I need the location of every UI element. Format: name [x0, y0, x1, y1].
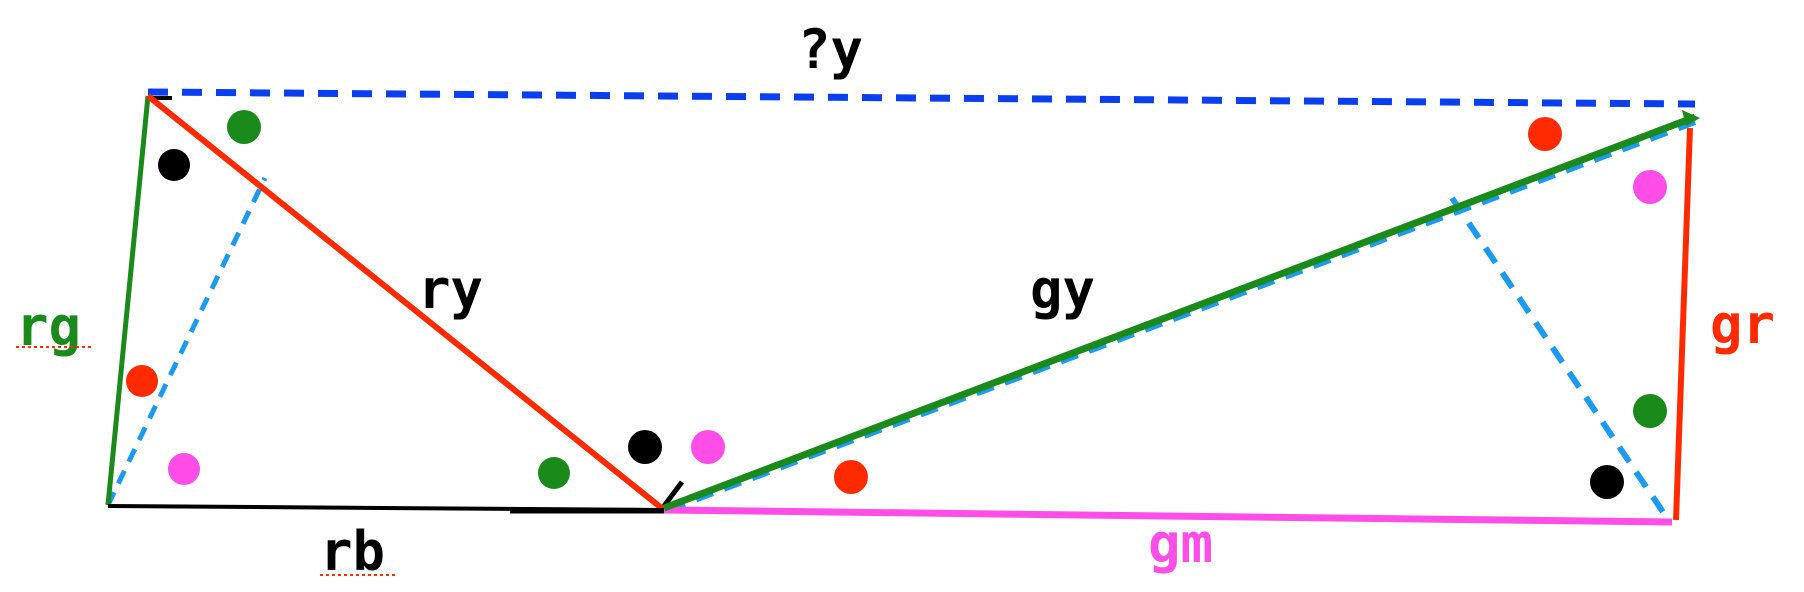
red-dot [1528, 117, 1562, 151]
gr-line [1673, 127, 1693, 521]
top-right-arrow-tip [1682, 110, 1700, 126]
black-dot [1590, 465, 1624, 499]
top-dashed-line [147, 88, 1696, 108]
rb-label: rb [320, 520, 385, 583]
ry-line [146, 93, 666, 513]
gy-shadow-dashed-line [666, 119, 1697, 513]
magenta-dot [691, 430, 725, 464]
magenta-dot [168, 453, 200, 485]
red-dot [126, 365, 158, 397]
rg-label: rg [16, 295, 81, 358]
green-dot [538, 457, 570, 489]
ry-label: ry [418, 258, 483, 321]
left-dashed-line [105, 176, 268, 507]
top-label: ?y [798, 18, 863, 81]
apex-tick [662, 480, 684, 508]
black-dot [158, 149, 190, 181]
green-dot [227, 110, 261, 144]
red-dot [834, 460, 868, 494]
gy-label: gy [1030, 258, 1095, 321]
rg-line [105, 95, 151, 506]
gm-line [663, 506, 1673, 526]
gy-line [662, 113, 1697, 512]
black-dot [628, 430, 662, 464]
gr-label: gr [1710, 293, 1775, 356]
right-dashed-line [1449, 196, 1668, 517]
green-dot [1633, 394, 1667, 428]
magenta-dot [1633, 170, 1667, 204]
gm-label: gm [1148, 512, 1213, 575]
